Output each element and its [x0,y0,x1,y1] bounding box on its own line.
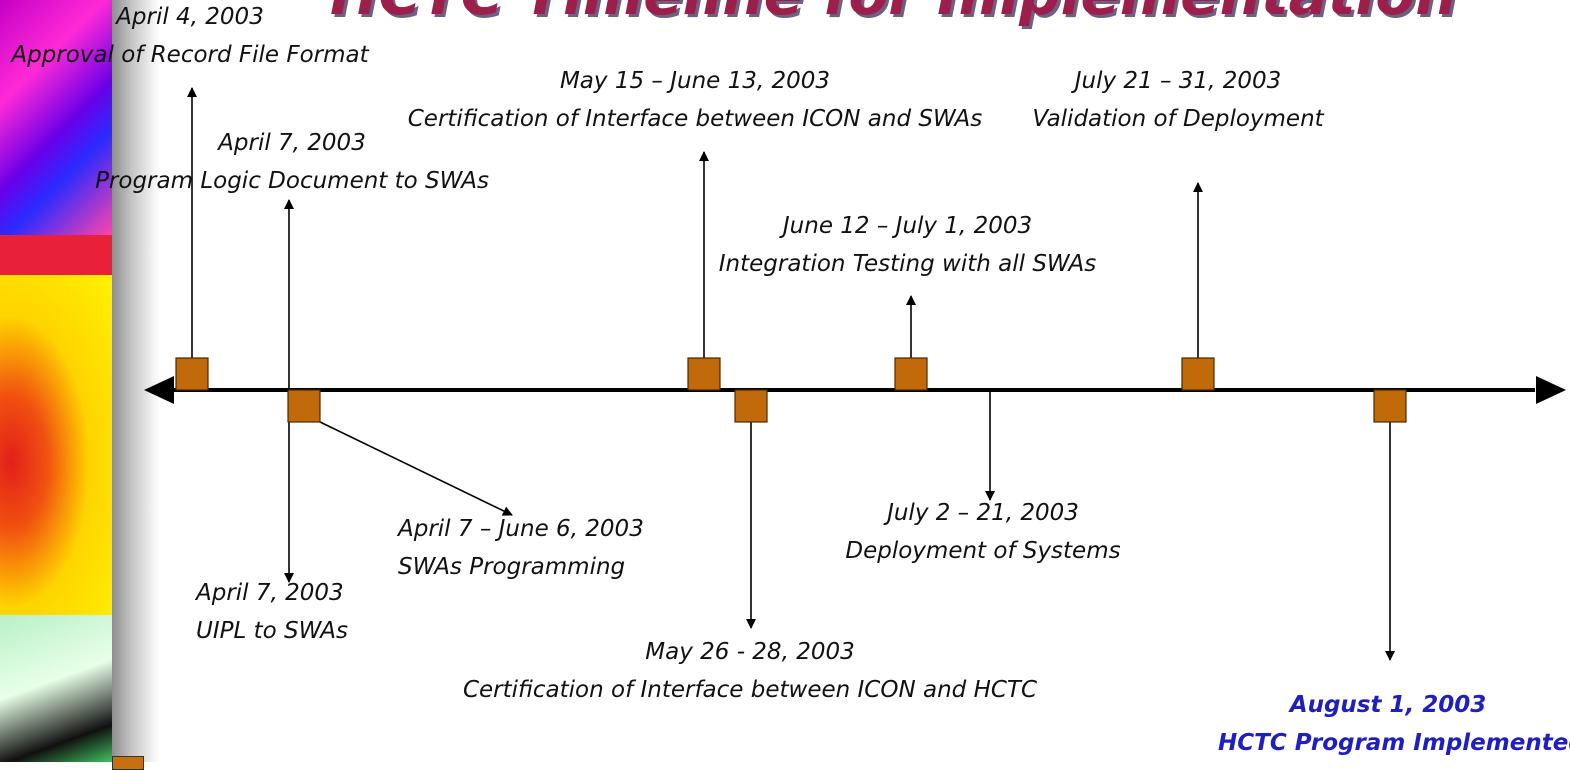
milestone-date: April 7, 2003 [218,130,366,156]
corner-marker [112,756,144,770]
milestone-date: May 15 – June 13, 2003 [559,68,831,94]
milestone-label-approval-record-format: April 4, 2003 Approval of Record File Fo… [0,0,380,74]
milestone-event: UIPL to SWAs [196,618,348,644]
marker-may-26 [734,389,768,423]
marker-july-21 [1181,357,1215,391]
milestone-markers [175,357,1407,423]
milestone-event: Validation of Deployment [1032,106,1324,132]
milestone-event: HCTC Program Implemented [1218,730,1570,756]
milestone-event: SWAs Programming [398,554,626,580]
milestone-label-program-logic: April 7, 2003 Program Logic Document to … [92,124,492,200]
marker-may-15 [687,357,721,391]
axis-left-arrow-icon [144,376,174,404]
marker-august-1 [1373,389,1407,423]
milestone-event: Integration Testing with all SWAs [718,251,1097,277]
milestone-event: Deployment of Systems [845,538,1121,564]
milestone-label-integration-testing: June 12 – July 1, 2003 Integration Testi… [705,207,1110,283]
milestone-event: Approval of Record File Format [11,42,369,68]
milestone-event: Certification of Interface between ICON … [407,106,983,132]
side-shadow [112,0,160,762]
milestone-label-swas-programming: April 7 – June 6, 2003 SWAs Programming [398,510,668,586]
milestone-date: April 7 – June 6, 2003 [398,516,644,542]
axis-right-arrow-icon [1536,376,1566,404]
milestone-label-validation-deployment: July 21 – 31, 2003 Validation of Deploym… [1028,62,1328,138]
milestone-date: April 7, 2003 [196,580,344,606]
decorative-side-image [0,0,160,762]
milestone-date: July 21 – 31, 2003 [1074,68,1282,94]
timeline-axis [144,376,1566,404]
milestone-label-program-implemented: August 1, 2003 HCTC Program Implemented [1218,686,1570,762]
milestone-label-certification-icon-hctc: May 26 - 28, 2003 Certification of Inter… [440,633,1060,709]
marker-april-7 [287,389,321,423]
marker-april-4 [175,357,209,391]
milestone-label-deployment-systems: July 2 – 21, 2003 Deployment of Systems [838,494,1128,570]
milestone-date: June 12 – July 1, 2003 [782,213,1033,239]
milestone-date: August 1, 2003 [1289,692,1487,718]
milestone-event: Certification of Interface between ICON … [462,677,1038,703]
page-title: HCTC Timeline for Implementation [330,0,1457,28]
milestone-date: July 2 – 21, 2003 [887,500,1079,526]
milestone-label-uipl: April 7, 2003 UIPL to SWAs [196,574,366,650]
milestone-label-certification-icon-swas: May 15 – June 13, 2003 Certification of … [395,62,995,138]
milestone-date: May 26 - 28, 2003 [645,639,855,665]
milestone-event: Program Logic Document to SWAs [95,168,489,194]
marker-june-12 [894,357,928,391]
milestone-date: April 4, 2003 [116,4,264,30]
arrow-swas-programming [317,420,513,516]
